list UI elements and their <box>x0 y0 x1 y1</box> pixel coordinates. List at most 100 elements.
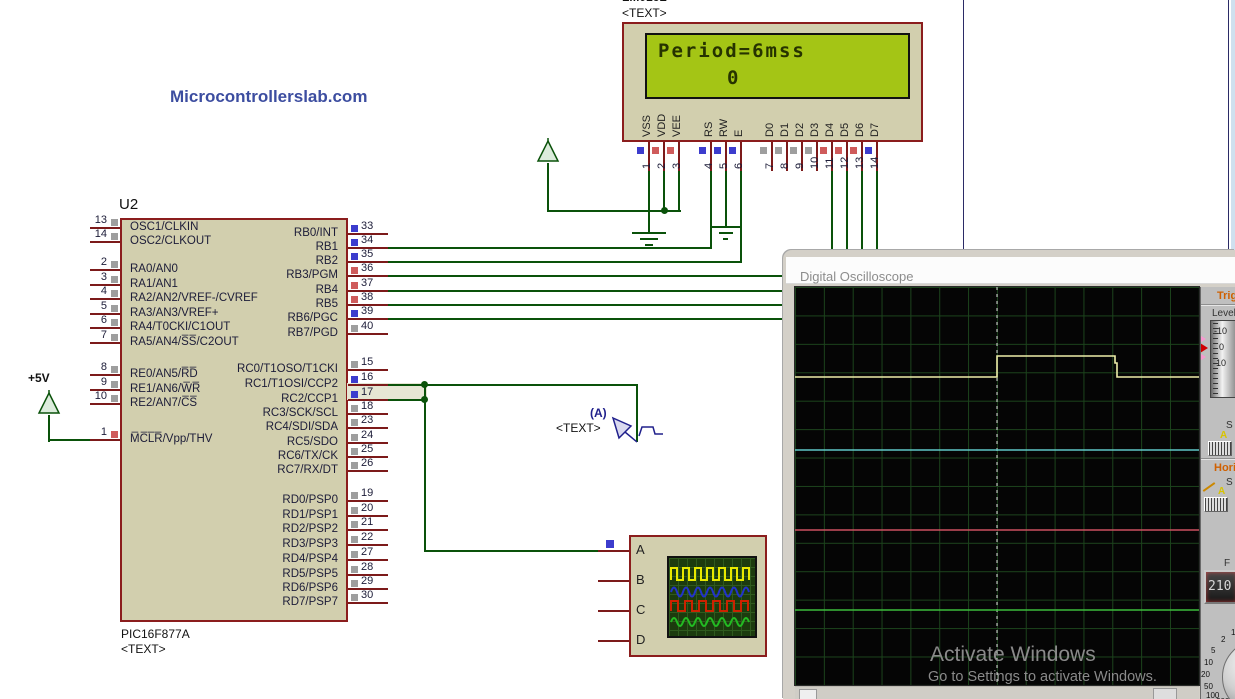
window-title: Digital Oscilloscope <box>800 269 914 284</box>
pin-stub <box>90 241 120 243</box>
wire[interactable] <box>547 163 549 211</box>
pin-number: 4 <box>100 285 107 297</box>
wire[interactable] <box>381 247 712 249</box>
pin-state-square <box>111 261 118 268</box>
probe-name: (A) <box>590 406 607 420</box>
wire[interactable] <box>48 415 50 442</box>
voltage-probe-icon[interactable] <box>605 405 675 450</box>
lcd-ref-label: LM016L <box>622 0 667 4</box>
wire[interactable] <box>424 384 426 401</box>
pin-name: RB2 <box>315 255 338 267</box>
trace-channel-a <box>795 355 1199 378</box>
trigger-source-slider[interactable] <box>1208 441 1232 456</box>
scrollbar-thumb[interactable] <box>799 689 817 699</box>
scrollbar-button[interactable] <box>1153 688 1177 699</box>
pin-name: RC0/T1OSO/T1CKI <box>237 363 338 375</box>
trigger-channel-marker: A <box>1220 430 1228 441</box>
pin-state-square <box>111 233 118 240</box>
horizontal-scrollbar[interactable] <box>795 686 1199 699</box>
wire[interactable] <box>424 399 426 552</box>
wire[interactable] <box>831 170 833 252</box>
pin-state-square <box>351 310 358 317</box>
pin-stub <box>771 142 773 171</box>
wire[interactable] <box>388 384 638 386</box>
pin-name: RE1/AN6/W̅R̅ <box>130 383 201 395</box>
pin-name: RC2/CCP1 <box>281 393 338 405</box>
pin-name: M̅C̅L̅R̅/Vpp/THV <box>130 433 213 445</box>
wire[interactable] <box>663 170 665 212</box>
pin-stub <box>348 333 388 335</box>
wire[interactable] <box>547 210 681 212</box>
pin-stub <box>846 142 848 171</box>
power-terminal-icon[interactable] <box>36 390 62 416</box>
pin-name: RC4/SDI/SDA <box>265 421 338 433</box>
trigger-level-scale[interactable] <box>1210 320 1235 398</box>
pin-number: 7 <box>100 329 107 341</box>
wire[interactable] <box>740 170 742 263</box>
horizontal-position-slider[interactable] <box>1204 497 1228 512</box>
pin-stub <box>598 640 629 642</box>
pin-name: D3 <box>809 122 821 137</box>
wire[interactable] <box>388 399 426 401</box>
pin-stub <box>90 269 120 271</box>
wire[interactable] <box>876 170 878 252</box>
pin-state-square <box>351 492 358 499</box>
wire[interactable] <box>424 550 614 552</box>
pin-state-square <box>606 540 614 548</box>
pin-stub <box>648 142 650 171</box>
wire[interactable] <box>678 170 680 212</box>
wire[interactable] <box>48 439 92 441</box>
wire[interactable] <box>636 384 638 442</box>
pin-name: VEE <box>671 114 683 137</box>
power-terminal-icon[interactable] <box>535 138 561 164</box>
pin-number: 23 <box>361 414 374 426</box>
pin-stub <box>348 247 388 249</box>
pin-stub <box>348 304 388 306</box>
pin-name: RD5/PSP5 <box>282 568 338 580</box>
knob-scale-label: 10 <box>1204 658 1213 667</box>
mini-wave-yellow <box>670 567 750 581</box>
pin-state-square <box>351 594 358 601</box>
trigger-marker-icon[interactable] <box>1201 352 1206 362</box>
wire[interactable] <box>861 170 863 252</box>
mcu-body[interactable] <box>120 218 348 622</box>
pin-number: 9 <box>100 376 107 388</box>
pin-state-square <box>111 219 118 226</box>
lcd-line1: Period=6mss <box>658 40 806 62</box>
pin-stub <box>348 588 388 590</box>
pin-name: RD0/PSP0 <box>282 494 338 506</box>
wire[interactable] <box>846 170 848 252</box>
wire[interactable] <box>381 261 742 263</box>
pin-state-square <box>351 361 358 368</box>
pin-state-square <box>351 325 358 332</box>
pin-state-square <box>820 147 827 154</box>
pin-state-square <box>351 580 358 587</box>
timebase-knob[interactable] <box>1222 639 1235 699</box>
pin-stub <box>348 413 388 415</box>
window-title-bar[interactable]: Digital Oscilloscope <box>786 257 1235 284</box>
pin-stub <box>90 298 120 300</box>
wire[interactable] <box>725 170 727 227</box>
pin-number: 3 <box>671 162 683 169</box>
pin-name: RA1/AN1 <box>130 278 178 290</box>
pin-number: 26 <box>361 457 374 469</box>
trigger-marker-icon[interactable] <box>1201 334 1206 344</box>
pin-stub <box>348 574 388 576</box>
editor-scroll-strip[interactable] <box>1231 0 1235 250</box>
trigger-level-arrow-icon[interactable] <box>1201 343 1208 353</box>
wire[interactable] <box>648 170 650 233</box>
wire[interactable] <box>388 318 785 320</box>
pin-state-square <box>637 147 644 154</box>
wire[interactable] <box>388 275 785 277</box>
wire[interactable] <box>388 304 785 306</box>
wire[interactable] <box>710 170 712 249</box>
pin-state-square <box>850 147 857 154</box>
knob-scale-label: 5 <box>1211 646 1216 655</box>
pin-number: 2 <box>100 256 107 268</box>
pin-name: RB0/INT <box>293 227 338 239</box>
wire[interactable] <box>388 290 785 292</box>
pin-state-square <box>729 147 736 154</box>
pin-number: 6 <box>100 314 107 326</box>
